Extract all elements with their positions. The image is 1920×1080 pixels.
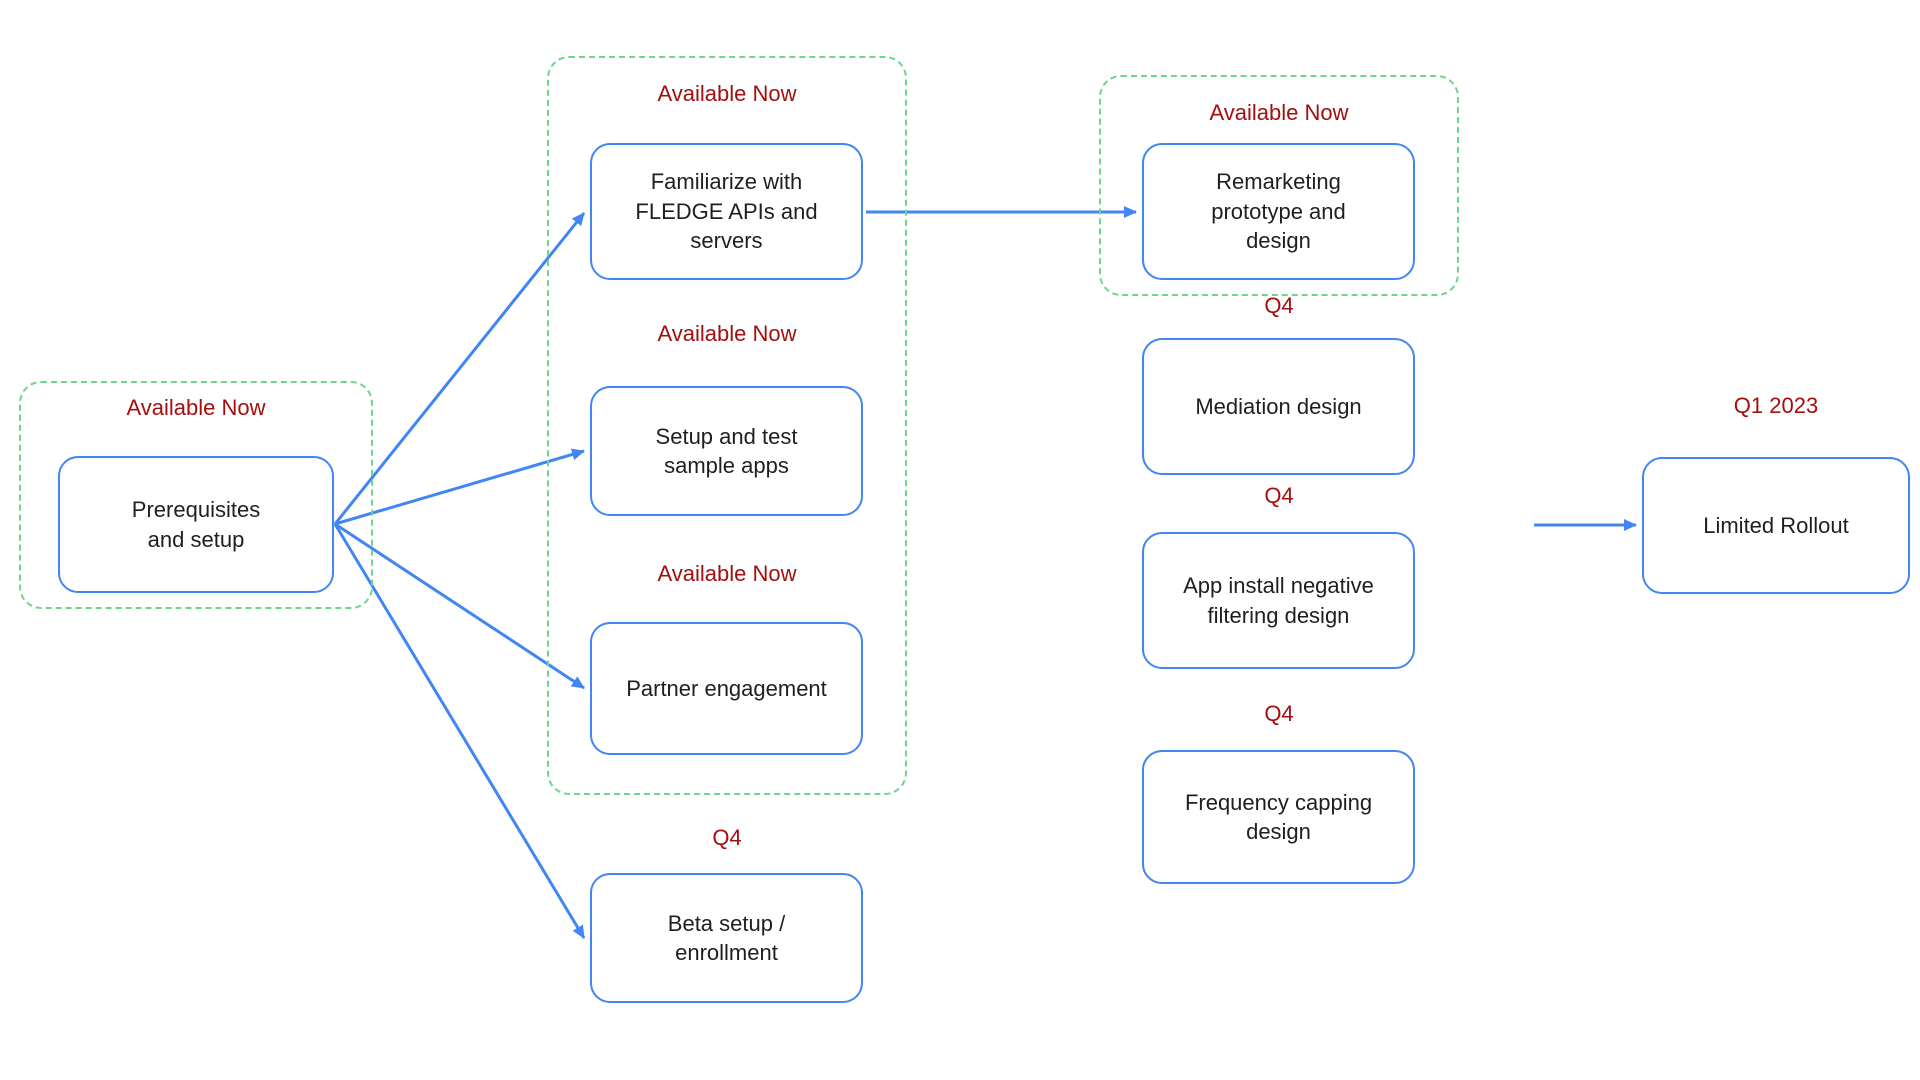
node-prerequisites: Prerequisites and setup bbox=[58, 456, 334, 593]
node-setup-sample-apps: Setup and test sample apps bbox=[590, 386, 863, 516]
status-label-app-install: Q4 bbox=[1264, 483, 1294, 508]
status-label-remarketing: Available Now bbox=[1209, 100, 1349, 125]
status-label-setup: Available Now bbox=[657, 321, 797, 346]
group-remarketing bbox=[1099, 75, 1459, 296]
node-frequency-capping-label: Frequency capping design bbox=[1184, 789, 1373, 844]
node-remarketing-prototype: Remarketing prototype and design bbox=[1142, 143, 1415, 280]
status-label-familiarize: Available Now bbox=[657, 81, 797, 106]
node-setup-sample-apps-label: Setup and test sample apps bbox=[655, 423, 798, 478]
node-frequency-capping: Frequency capping design bbox=[1142, 750, 1415, 884]
node-prerequisites-label: Prerequisites and setup bbox=[131, 497, 261, 552]
node-familiarize-label: Familiarize with FLEDGE APIs and servers bbox=[635, 169, 818, 254]
node-limited-rollout-label: Limited Rollout bbox=[1703, 512, 1849, 538]
group-explore bbox=[547, 56, 907, 795]
node-limited-rollout: Limited Rollout bbox=[1642, 457, 1910, 594]
status-label-frequency: Q4 bbox=[1264, 701, 1294, 726]
node-mediation-design: Mediation design bbox=[1142, 338, 1415, 475]
status-label-mediation: Q4 bbox=[1264, 293, 1294, 318]
node-beta-enrollment: Beta setup / enrollment bbox=[590, 873, 863, 1003]
node-beta-enrollment-label: Beta setup / enrollment bbox=[667, 910, 786, 965]
node-app-install-filtering-label: App install negative filtering design bbox=[1183, 573, 1374, 628]
status-label-limited-rollout: Q1 2023 bbox=[1733, 393, 1819, 418]
node-familiarize: Familiarize with FLEDGE APIs and servers bbox=[590, 143, 863, 280]
status-label-beta: Q4 bbox=[712, 825, 742, 850]
node-partner-engagement: Partner engagement bbox=[590, 622, 863, 755]
group-start bbox=[19, 381, 373, 609]
node-app-install-filtering: App install negative filtering design bbox=[1142, 532, 1415, 669]
node-remarketing-prototype-label: Remarketing prototype and design bbox=[1211, 169, 1346, 254]
status-label-start: Available Now bbox=[126, 395, 266, 420]
status-label-partner: Available Now bbox=[657, 561, 797, 586]
node-mediation-design-label: Mediation design bbox=[1195, 393, 1362, 419]
node-partner-engagement-label: Partner engagement bbox=[626, 675, 827, 701]
